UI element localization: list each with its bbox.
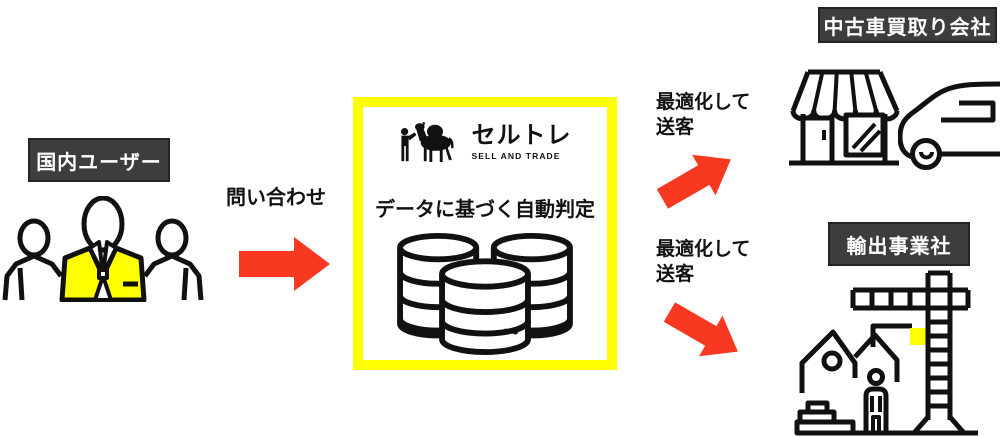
label-domestic-users: 国内ユーザー bbox=[28, 138, 170, 182]
seltre-logo-text: セルトレ SELL AND TRADE bbox=[471, 121, 572, 162]
label-exporter: 輸出事業社 bbox=[828, 222, 970, 266]
center-caption: データに基づく自動判定 bbox=[375, 199, 595, 221]
camel-logo-icon bbox=[400, 122, 454, 162]
seltre-logo: セルトレ SELL AND TRADE bbox=[363, 118, 607, 166]
route-top-label: 最適化して 送客 bbox=[656, 91, 750, 140]
brand-name: セルトレ bbox=[471, 121, 572, 149]
route-top-label-line2: 送客 bbox=[656, 116, 695, 138]
label-used-car-buyer: 中古車買取り会社 bbox=[818, 7, 997, 43]
seltre-box: セルトレ SELL AND TRADE データに基づく自動判定 bbox=[353, 97, 617, 370]
route-bottom-label-line1: 最適化して bbox=[656, 239, 751, 260]
car-icon bbox=[898, 81, 1000, 170]
route-bottom-arrow-icon bbox=[663, 302, 738, 357]
database-icon bbox=[397, 232, 573, 355]
route-top-arrow-icon bbox=[656, 154, 731, 209]
route-bottom-label: 最適化して 送客 bbox=[656, 238, 750, 287]
storefront-icon bbox=[789, 69, 900, 166]
brand-tagline: SELL AND TRADE bbox=[471, 151, 561, 162]
construction-site-icon bbox=[794, 270, 978, 436]
route-top-label-line1: 最適化して bbox=[656, 92, 751, 113]
route-bottom-label-line2: 送客 bbox=[656, 263, 695, 285]
inquiry-label: 問い合わせ bbox=[226, 187, 326, 209]
inquiry-arrow-icon bbox=[239, 237, 330, 291]
people-group-icon bbox=[2, 196, 204, 302]
